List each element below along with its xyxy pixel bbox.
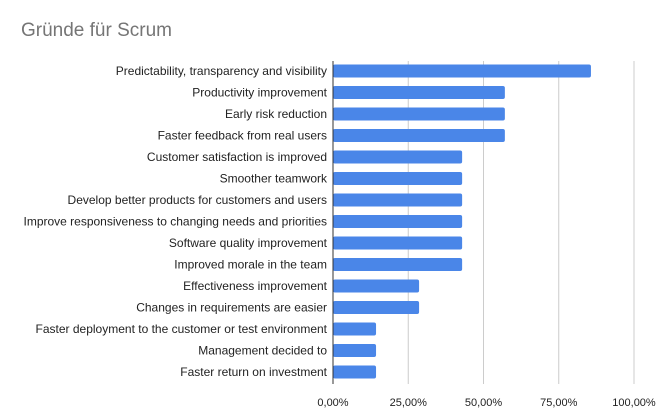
bar	[333, 107, 505, 121]
category-label: Software quality improvement	[169, 236, 328, 250]
category-label: Early risk reduction	[225, 107, 327, 121]
bar	[333, 193, 463, 207]
bar	[333, 64, 591, 78]
bar	[333, 215, 463, 228]
category-label: Customer satisfaction is improved	[147, 150, 327, 164]
bar	[333, 172, 463, 185]
bar	[333, 322, 377, 336]
category-label: Faster feedback from real users	[158, 129, 327, 143]
bar	[333, 150, 463, 164]
bar	[333, 344, 377, 357]
bar	[333, 279, 420, 293]
x-tick-label: 50,00%	[465, 397, 503, 409]
bar	[333, 129, 505, 142]
chart-title: Gründe für Scrum	[21, 20, 172, 41]
category-label: Changes in requirements are easier	[136, 301, 327, 315]
category-label: Develop better products for customers an…	[68, 193, 327, 207]
category-label: Effectiveness improvement	[183, 279, 328, 293]
bar	[333, 86, 505, 99]
x-tick-label: 100,00%	[612, 397, 656, 409]
category-label: Improved morale in the team	[174, 258, 327, 272]
category-label: Faster return on investment	[180, 365, 327, 379]
category-label: Faster deployment to the customer or tes…	[36, 322, 328, 336]
bar	[333, 365, 377, 379]
bar	[333, 301, 420, 314]
category-label: Management decided to	[198, 344, 327, 358]
bars	[333, 64, 591, 379]
x-tick-label: 75,00%	[540, 397, 578, 409]
category-label: Improve responsiveness to changing needs…	[23, 215, 327, 229]
x-tick-labels: 0,00% 25,00% 50,00% 75,00% 100,00%	[317, 397, 656, 409]
bar	[333, 258, 463, 271]
category-label: Smoother teamwork	[220, 172, 328, 186]
x-tick-label: 25,00%	[390, 397, 428, 409]
category-label: Predictability, transparency and visibil…	[116, 64, 327, 78]
x-tick-label: 0,00%	[317, 397, 348, 409]
category-labels: Predictability, transparency and visibil…	[23, 64, 328, 379]
category-label: Productivity improvement	[192, 86, 327, 100]
bar	[333, 236, 463, 250]
